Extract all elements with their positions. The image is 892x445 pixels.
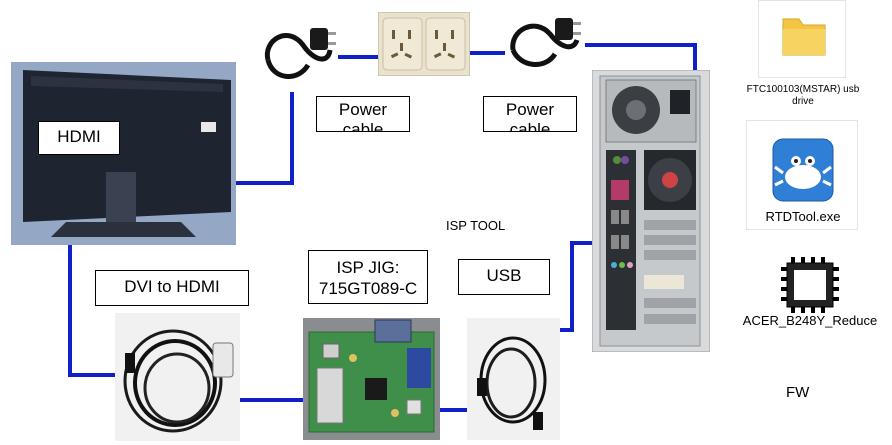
dvi-hdmi-cable-drawing: [115, 313, 240, 441]
line-usb-pc: [560, 241, 605, 332]
usb-label-text: USB: [486, 266, 522, 285]
folder-icon: [782, 18, 826, 56]
fw-caption: FW: [786, 384, 810, 401]
usb-drive-tile[interactable]: [758, 0, 846, 78]
usb-cable-drawing: [467, 318, 560, 440]
usb-cable-photo: [467, 318, 560, 440]
hdmi-label: HDMI: [38, 121, 120, 155]
power-socket: [378, 12, 470, 76]
isp-jig-board-photo: [303, 318, 440, 440]
monitor-back-drawing: [11, 62, 236, 245]
power-plug-left: [258, 20, 338, 88]
power-cable-left-text: Power cable: [338, 100, 388, 132]
power-cable-label-right: Power cable: [483, 96, 577, 132]
isp-jig-board-drawing: [303, 318, 440, 440]
chip-icon: [781, 257, 839, 313]
usb-label: USB: [458, 259, 550, 295]
firmware-label: ACER_B248Y_Reduce: [742, 313, 878, 328]
pc-tower-drawing: [592, 70, 710, 352]
usb-drive-label: FTC100103(MSTAR) usb drive: [746, 84, 860, 107]
hdmi-label-text: HDMI: [57, 127, 101, 146]
dvi-hdmi-cable-photo: [115, 313, 240, 441]
power-cable-label-left: Power cable: [316, 96, 410, 132]
power-socket-drawing: [378, 12, 470, 76]
isp-jig-label: ISP JIG: 715GT089-C: [308, 250, 428, 304]
rtdtool-tile[interactable]: RTDTool.exe: [746, 120, 858, 230]
power-plug-right-drawing: [505, 12, 585, 74]
isp-tool-caption: ISP TOOL: [446, 218, 506, 233]
crab-icon: [772, 138, 834, 202]
firmware-tile[interactable]: ACER_B248Y_Reduce: [735, 255, 885, 333]
isp-jig-line2: 715GT089-C: [318, 279, 418, 298]
pc-tower-photo: [592, 70, 710, 352]
dvi-to-hdmi-label: DVI to HDMI: [95, 270, 249, 306]
power-plug-left-drawing: [258, 20, 338, 88]
isp-jig-line1: ISP JIG:: [336, 258, 400, 277]
monitor-photo: [11, 62, 236, 245]
dvi-to-hdmi-text: DVI to HDMI: [124, 277, 220, 296]
power-plug-right: [505, 12, 585, 74]
rtdtool-label: RTDTool.exe: [765, 209, 841, 224]
power-cable-right-text: Power cable: [505, 100, 555, 132]
